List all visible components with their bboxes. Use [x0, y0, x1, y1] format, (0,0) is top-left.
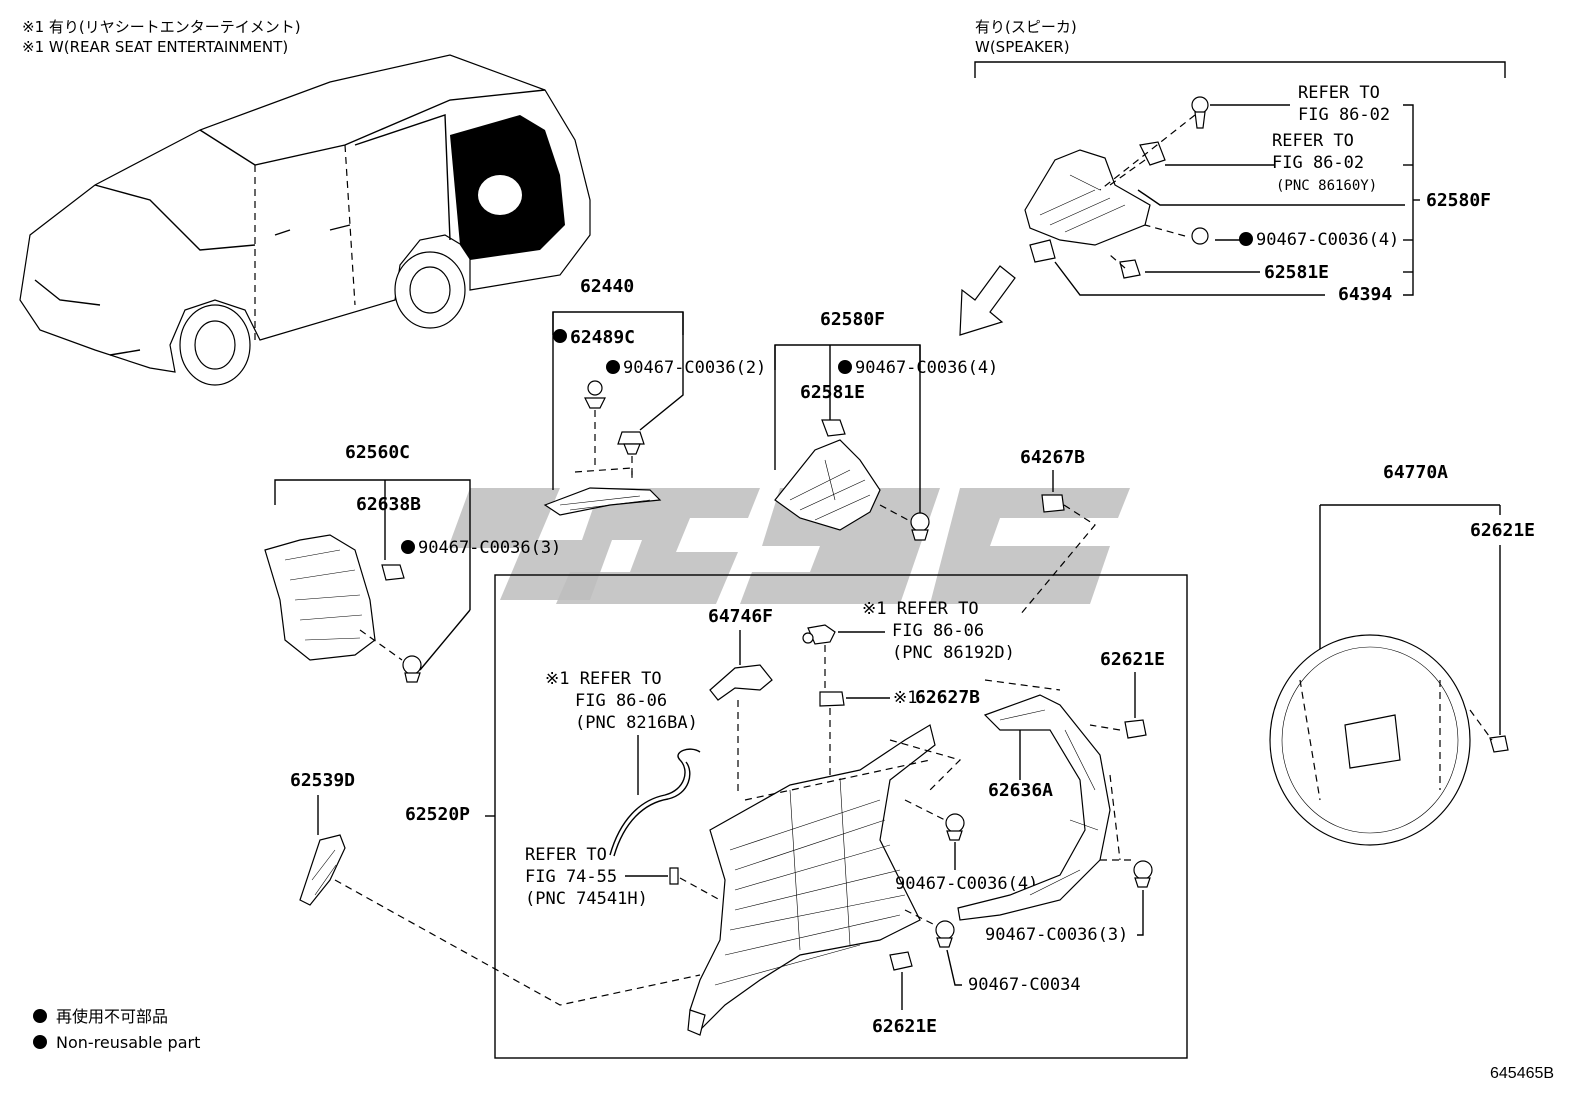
non-reusable-dot-icon	[1239, 232, 1253, 246]
clip-62621E-mid	[1124, 719, 1147, 739]
ref-fig-86-02-b-line2: FIG 86-02	[1272, 153, 1364, 173]
part-62520P: 62520P	[405, 804, 470, 825]
clip-62621E-bottom	[889, 951, 913, 971]
non-reusable-dot-icon	[33, 1035, 47, 1049]
part-90467-C0036-4-right: 90467-C0036(4)	[1256, 230, 1399, 250]
part-62580F-mid: 62580F	[820, 309, 885, 330]
ref-fig-86-06-8216BA-line2: FIG 86-06	[575, 691, 667, 711]
ref-fig-74-55-line1: REFER TO	[525, 845, 607, 865]
trim-62560C	[264, 534, 376, 661]
trim-62539D	[299, 834, 346, 906]
part-64770A: 64770A	[1383, 462, 1448, 483]
trim-62580F-mid	[774, 439, 881, 531]
part-62440: 62440	[580, 276, 634, 297]
part-62580F-right: 62580F	[1426, 190, 1491, 211]
diagram-code: 645465B	[1490, 1065, 1554, 1082]
non-reusable-dot-icon	[553, 329, 567, 343]
part-62638B: 62638B	[356, 494, 421, 515]
part-64394: 64394	[1338, 284, 1392, 305]
note-speaker-jp: 有り(スピーカ)	[975, 18, 1077, 36]
connector-74541H	[669, 867, 679, 885]
part-62621E-bottom: 62621E	[872, 1016, 937, 1037]
ref-fig-86-06-86192D-line1: ※1 REFER TO	[862, 599, 979, 619]
clip-62489C	[584, 380, 606, 409]
clip-90467-3-low	[1133, 860, 1153, 888]
non-reusable-dot-icon	[606, 360, 620, 374]
part-90467-C0036-3-left: 90467-C0036(3)	[418, 538, 561, 558]
clip-90467-left	[402, 655, 422, 683]
clip-90467-62440	[617, 431, 645, 455]
ref-fig-86-06-8216BA-line1: ※1 REFER TO	[545, 669, 662, 689]
connector-86192D	[802, 624, 836, 645]
part-62539D: 62539D	[290, 770, 355, 791]
clip-90467-4-low	[945, 813, 965, 841]
clip-90467-mid	[910, 512, 930, 541]
ref-fig-86-02-b-pnc: (PNC 86160Y)	[1276, 178, 1377, 194]
ref-fig-86-02-a-line2: FIG 86-02	[1298, 105, 1390, 125]
part-62581E-mid: 62581E	[800, 382, 865, 403]
note-rse-en: ※1 W(REAR SEAT ENTERTAINMENT)	[22, 38, 288, 56]
part-62621E-right: 62621E	[1470, 520, 1535, 541]
legend-non-reusable-en: Non-reusable part	[56, 1033, 200, 1052]
non-reusable-dot-icon	[838, 360, 852, 374]
clip-90467-C0034	[935, 920, 955, 948]
speaker-bracket-assembly	[1024, 96, 1209, 279]
ref-fig-86-02-a-line1: REFER TO	[1298, 83, 1380, 103]
speaker-bracket	[974, 61, 1506, 78]
clip-62581E-mid	[821, 419, 846, 437]
part-90467-C0036-3-low: 90467-C0036(3)	[985, 925, 1128, 945]
part-shape-64746F	[709, 664, 773, 701]
legend-non-reusable-jp: 再使用不可部品	[56, 1007, 168, 1026]
part-90467-C0036-4-low: 90467-C0036(4)	[895, 874, 1038, 894]
direction-arrow-icon	[959, 265, 1016, 336]
harness-8216BA	[609, 748, 701, 857]
part-62636A: 62636A	[988, 780, 1053, 801]
ref-fig-74-55-line3: (PNC 74541H)	[525, 889, 648, 909]
ref-fig-86-06-8216BA-line3: (PNC 8216BA)	[575, 713, 698, 733]
spare-tire-cover-64770A	[1269, 634, 1471, 846]
ref-fig-86-06-86192D-line2: FIG 86-06	[892, 621, 984, 641]
non-reusable-dot-icon	[33, 1009, 47, 1023]
mark-62627B: ※1	[893, 688, 917, 708]
part-62621E-mid: 62621E	[1100, 649, 1165, 670]
ref-fig-86-06-86192D-line3: (PNC 86192D)	[892, 643, 1015, 663]
trim-62636A	[957, 694, 1111, 921]
part-64746F: 64746F	[708, 606, 773, 627]
part-90467-C0034: 90467-C0034	[968, 975, 1081, 995]
ref-fig-86-02-b-line1: REFER TO	[1272, 131, 1354, 151]
clip-62627B	[819, 691, 845, 707]
ref-fig-74-55-line2: FIG 74-55	[525, 867, 617, 887]
clip-62621E-right	[1489, 735, 1509, 753]
part-62627B: 62627B	[915, 687, 980, 708]
part-90467-C0036-2: 90467-C0036(2)	[623, 358, 766, 378]
part-62489C: 62489C	[570, 327, 635, 348]
part-90467-C0036-4-mid: 90467-C0036(4)	[855, 358, 998, 378]
part-62581E-right: 62581E	[1264, 262, 1329, 283]
trim-62440	[543, 487, 662, 516]
part-62560C: 62560C	[345, 442, 410, 463]
trim-62520P	[687, 724, 936, 1036]
note-rse-jp: ※1 有り(リヤシートエンターテイメント)	[22, 18, 301, 36]
vehicle-illustration	[19, 54, 591, 386]
non-reusable-dot-icon	[401, 540, 415, 554]
clip-62638B	[381, 564, 405, 581]
part-64267B: 64267B	[1020, 447, 1085, 468]
note-speaker-en: W(SPEAKER)	[975, 38, 1070, 56]
clip-64267B	[1041, 494, 1065, 513]
